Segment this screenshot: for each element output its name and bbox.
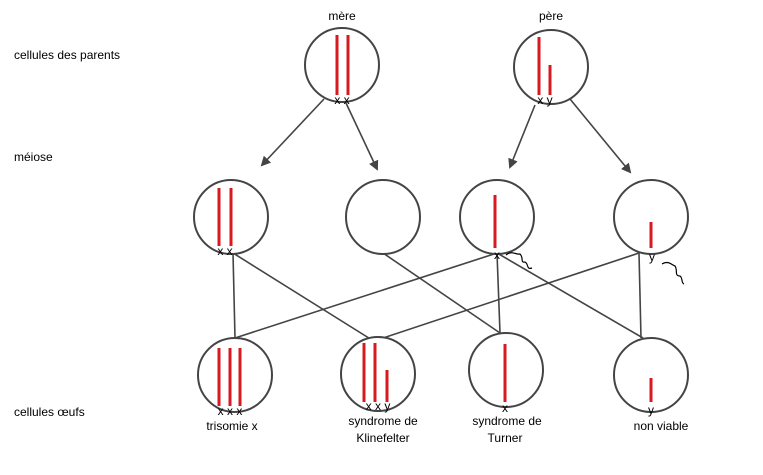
gamete-cell-1: x x xyxy=(193,179,269,258)
arrow-father-gamete4 xyxy=(569,98,632,174)
father-cell: x y xyxy=(513,29,589,107)
mother-chromosomes: x x xyxy=(334,93,349,107)
gamete-1-chromosomes: x x xyxy=(217,244,232,258)
father-chromosomes: x y xyxy=(537,93,552,107)
father-label: père xyxy=(539,9,563,23)
zygote-3-chromosomes: x xyxy=(502,401,508,415)
gamete-cell-3: x xyxy=(459,179,535,269)
mother-cell: x x xyxy=(304,27,380,107)
zygote-3-caption-line1: syndrome de xyxy=(472,414,542,428)
row-label-parents: cellules des parents xyxy=(14,48,120,62)
row-label-meiosis: méiose xyxy=(14,150,53,164)
gamete-cell-4: y xyxy=(613,179,689,285)
zygote-2-caption-line2: Klinefelter xyxy=(356,431,409,445)
zygote-4-caption: non viable xyxy=(634,419,689,433)
zygote-1-chromosomes: x x x xyxy=(218,404,243,418)
zygote-cell-4: y non viable xyxy=(613,337,689,433)
gamete-3-chromosomes: x xyxy=(494,248,500,262)
arrow-mother-gamete2 xyxy=(345,102,379,171)
zygote-cell-3: x syndrome de Turner xyxy=(468,332,544,445)
zygote-cell-1: x x x trisomie x xyxy=(197,337,273,433)
arrow-father-gamete3 xyxy=(508,104,536,169)
zygote-1-caption: trisomie x xyxy=(206,419,257,433)
row-label-eggs: cellules œufs xyxy=(14,405,85,419)
zygote-2-chromosomes: x x y xyxy=(366,399,391,413)
gamete-cell-2 xyxy=(345,179,421,255)
arrow-mother-gamete1 xyxy=(260,98,325,167)
gamete-4-chromosomes: y xyxy=(649,250,655,264)
zygote-cell-2: x x y syndrome de Klinefelter xyxy=(340,336,418,445)
zygote-2-caption-line1: syndrome de xyxy=(348,414,418,428)
fertilization-links xyxy=(232,252,644,346)
zygote-3-caption-line2: Turner xyxy=(488,431,523,445)
zygote-4-chromosomes: y xyxy=(648,403,654,417)
mother-label: mère xyxy=(328,9,356,23)
